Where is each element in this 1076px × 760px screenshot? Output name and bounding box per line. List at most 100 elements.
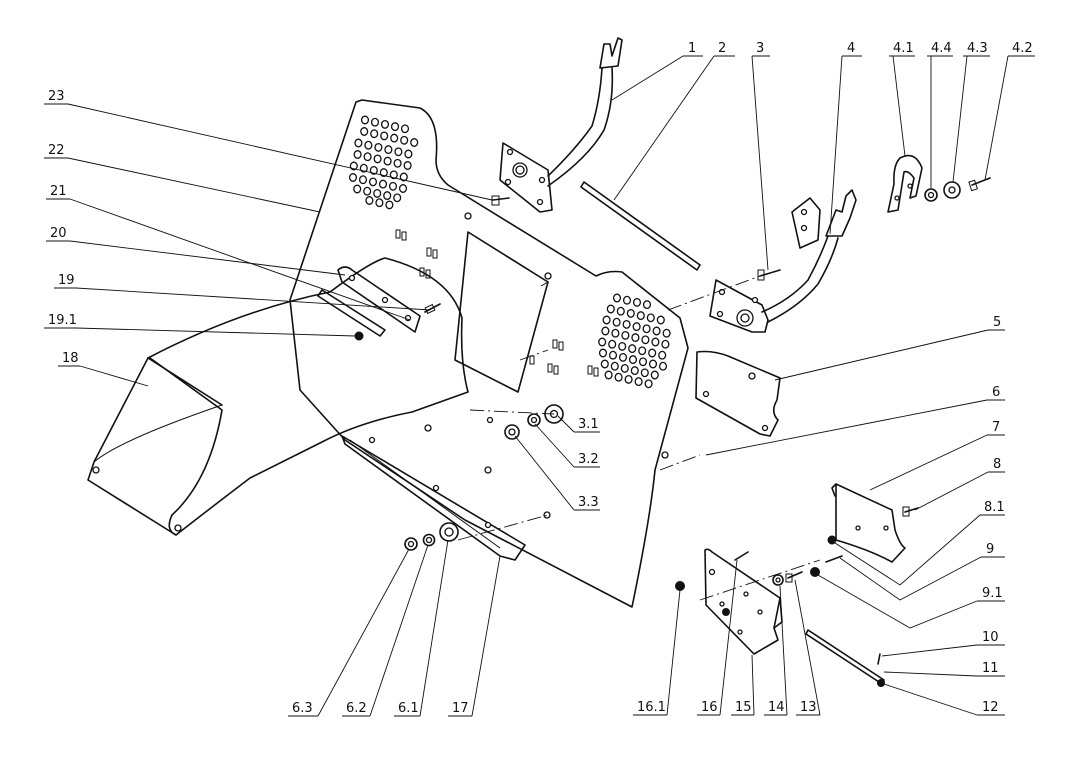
part-number-label: 6 — [992, 385, 1000, 400]
vent-hole — [614, 372, 623, 382]
vent-hole — [648, 359, 658, 369]
callout-c19: 19 — [54, 273, 431, 311]
part-number-label: 3.3 — [578, 495, 599, 510]
part-number-label: 22 — [48, 143, 65, 158]
vent-hole — [624, 374, 633, 384]
callout-c91: 9.1 — [817, 574, 1005, 629]
leader-line — [613, 55, 715, 201]
part-number-label: 15 — [735, 700, 752, 715]
vent-hole — [364, 140, 373, 150]
vent-hole — [384, 145, 393, 155]
leader-line — [751, 654, 755, 716]
vent-hole — [622, 295, 632, 305]
vent-hole — [612, 317, 621, 327]
part-number-label: 19 — [58, 273, 75, 288]
vent-hole — [632, 297, 642, 307]
vent-hole — [628, 344, 637, 354]
vent-hole — [378, 179, 388, 189]
vent-hole — [608, 339, 617, 349]
part-number-label: 10 — [982, 630, 999, 645]
leader-line — [471, 555, 501, 717]
vent-hole — [374, 142, 383, 152]
vent-hole — [348, 173, 358, 182]
vent-hole — [360, 115, 370, 125]
callout-c15: 15 — [731, 654, 755, 716]
vent-hole — [363, 186, 372, 196]
callout-c10: 10 — [881, 630, 1005, 657]
callout-c41: 4.1 — [889, 41, 915, 157]
vent-hole — [638, 346, 647, 356]
vent-hole — [358, 175, 368, 185]
callout-c33: 3.3 — [514, 435, 600, 511]
vent-hole — [369, 165, 378, 175]
nut-part-3-3 — [504, 424, 520, 440]
callout-c161: 16.1 — [633, 589, 681, 716]
callout-c191: 19.1 — [44, 313, 356, 337]
callout-c12: 12 — [883, 683, 1005, 716]
leader-line — [751, 55, 769, 271]
leader-line — [514, 435, 575, 511]
leader-line — [611, 55, 684, 101]
vent-hole — [602, 315, 611, 325]
vent-hole — [383, 156, 392, 166]
vent-hole — [606, 304, 615, 314]
callout-c20: 20 — [46, 226, 346, 276]
vent-hole — [390, 122, 400, 132]
vent-hole — [646, 313, 655, 323]
vent-hole — [353, 150, 362, 159]
vent-hole — [389, 170, 398, 180]
vent-hole — [598, 348, 608, 358]
vent-hole — [616, 306, 625, 316]
handle-left-part-1 — [499, 37, 623, 213]
nut-part-12 — [877, 679, 885, 687]
vent-hole — [608, 350, 618, 360]
vent-hole — [410, 138, 419, 147]
leader-line — [75, 327, 356, 337]
vent-hole — [662, 328, 671, 338]
part-number-label: 11 — [982, 661, 999, 676]
part-number-label: 5 — [993, 315, 1001, 330]
bottom-rail-part-17 — [341, 435, 526, 561]
vent-hole — [359, 163, 368, 173]
part-number-label: 23 — [48, 89, 65, 104]
clip-part-4-1 — [887, 154, 923, 213]
vent-hole — [612, 293, 622, 303]
callout-c1: 1 — [611, 41, 703, 101]
vent-hole — [618, 341, 627, 351]
vent-hole — [628, 355, 638, 365]
vent-hole — [631, 333, 640, 343]
vent-hole — [404, 149, 413, 159]
vent-hole — [604, 370, 613, 380]
vent-hole — [642, 324, 651, 334]
vent-hole — [380, 119, 390, 129]
ventilation-holes-upper-left — [348, 115, 419, 210]
leader-line — [69, 240, 346, 276]
part-number-label: 14 — [768, 700, 785, 715]
vent-hole — [390, 133, 399, 143]
vent-hole — [658, 350, 667, 360]
vent-hole — [354, 138, 363, 148]
nut-part-19-1 — [354, 331, 364, 341]
callout-c5: 5 — [774, 315, 1005, 381]
part-number-label: 4.3 — [967, 41, 988, 56]
nut-part-3-2 — [527, 413, 541, 427]
leader-line — [892, 55, 906, 157]
vent-hole — [370, 117, 380, 127]
callout-c42: 4.2 — [984, 41, 1035, 181]
vent-hole — [598, 337, 607, 347]
washer-part-14 — [772, 574, 784, 586]
callout-c9: 9 — [839, 542, 1005, 601]
leader-line — [794, 579, 821, 716]
callout-c61: 6.1 — [394, 539, 449, 717]
vent-hole — [393, 158, 402, 168]
vent-hole — [652, 326, 661, 336]
part-number-label: 21 — [50, 184, 67, 199]
leader-line — [317, 548, 410, 717]
vent-hole — [368, 177, 378, 187]
part-number-label: 9.1 — [982, 586, 1003, 601]
vent-hole — [379, 168, 388, 178]
callout-c4: 4 — [829, 41, 862, 235]
callout-c13: 13 — [794, 579, 821, 716]
vent-hole — [385, 200, 394, 210]
